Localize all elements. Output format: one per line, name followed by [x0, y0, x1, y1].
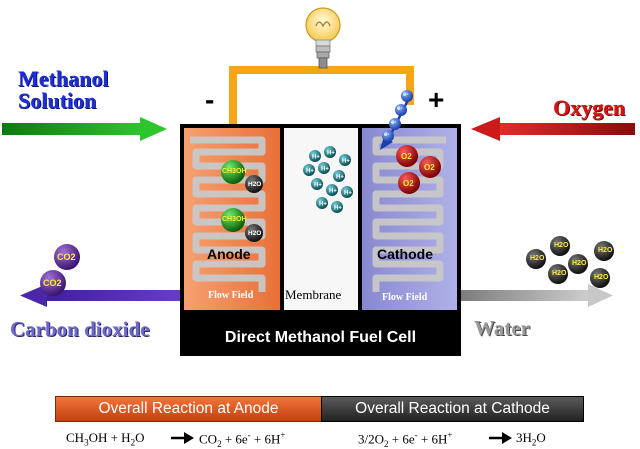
- cathode-equation-reactants: 3/2O2 + 6e- + 6H+: [358, 430, 453, 449]
- proton-cluster: H+H+H+H+H+H+H+H+H+H+H+: [303, 146, 353, 213]
- cathode-equation-products: 3H2O: [516, 430, 546, 448]
- proton-label: H+: [312, 155, 320, 161]
- carbon-dioxide-label: Carbon dioxide: [10, 317, 150, 341]
- proton-ball: [339, 154, 351, 166]
- light-bulb-icon: [305, 7, 341, 69]
- h2o-molecule-label: H2O: [572, 260, 587, 267]
- anode-reaction-arrow: [171, 432, 194, 444]
- proton-label: H+: [342, 159, 350, 165]
- h2o-molecule-label: H2O: [594, 274, 609, 281]
- cathode-label: Cathode: [377, 246, 433, 262]
- anode-equation-products: CO2 + 6e- + 6H+: [199, 430, 286, 449]
- proton-label: H+: [336, 175, 344, 181]
- co2-output-arrow: [20, 284, 190, 307]
- ch3oh-molecule-label: CH3OH: [222, 168, 247, 175]
- h2o-molecule-label: H2O: [554, 242, 569, 249]
- co2-molecules: [40, 244, 80, 296]
- proton-label: H+: [306, 169, 314, 175]
- h2o-molecule-label: H2O: [552, 270, 567, 277]
- proton-ball: [303, 164, 315, 176]
- proton-label: H+: [327, 151, 335, 157]
- water-molecules: [526, 236, 614, 288]
- anode-equation-reactants: CH3OH + H2O: [66, 430, 145, 448]
- h2o-molecule-label: H2O: [248, 181, 262, 188]
- h2o-molecule-label: H2O: [248, 230, 262, 237]
- electron-label: e-: [384, 132, 390, 138]
- proton-ball: [324, 146, 336, 158]
- methanol-solution-label: Methanol Solution: [18, 66, 109, 113]
- proton-label: H+: [344, 191, 352, 197]
- electron-label: e-: [403, 92, 409, 98]
- co2-molecule-label: CO2: [57, 252, 76, 262]
- water-label: Water: [474, 316, 530, 340]
- electron-ball: [389, 118, 401, 130]
- proton-ball: [318, 162, 330, 174]
- oxygen-input-arrow: [471, 117, 635, 141]
- o2-molecule-label: O2: [424, 163, 435, 172]
- proton-ball: [341, 186, 353, 198]
- anode-molecules: [221, 160, 263, 242]
- electron-label: e-: [391, 120, 397, 126]
- o2-molecule-label: O2: [401, 152, 412, 161]
- h2o-molecule-label: H2O: [530, 255, 545, 262]
- negative-terminal-label: -: [205, 84, 215, 115]
- electron-flow: [380, 90, 413, 150]
- proton-label: H+: [319, 202, 327, 208]
- methanol-input-arrow: [2, 117, 167, 141]
- proton-ball: [331, 201, 343, 213]
- anode-flow-field-label: Flow Field: [208, 290, 254, 301]
- electron-ball: [401, 90, 413, 102]
- h2o-molecule-label: H2O: [598, 247, 613, 254]
- electron-label: e-: [397, 106, 403, 112]
- fuel-cell-title: Direct Methanol Fuel Cell: [180, 320, 461, 356]
- proton-ball: [311, 178, 323, 190]
- membrane-label: Membrane: [285, 287, 342, 302]
- external-circuit-wire: [229, 66, 414, 130]
- oxygen-label: Oxygen: [553, 95, 626, 120]
- proton-label: H+: [329, 189, 337, 195]
- proton-ball: [309, 150, 321, 162]
- anode-label: Anode: [207, 246, 251, 262]
- oxygen-molecules: [396, 145, 441, 194]
- o2-molecule-label: O2: [403, 179, 414, 188]
- proton-label: H+: [314, 183, 322, 189]
- electron-ball: [382, 130, 394, 142]
- proton-ball: [333, 170, 345, 182]
- anode-reaction-header: Overall Reaction at Anode: [55, 396, 322, 422]
- cathode-reaction-arrow: [489, 432, 512, 444]
- proton-label: H+: [321, 167, 329, 173]
- co2-molecule-label: CO2: [43, 278, 62, 288]
- cathode-reaction-header: Overall Reaction at Cathode: [321, 396, 584, 422]
- electron-ball: [395, 104, 407, 116]
- proton-ball: [316, 197, 328, 209]
- ch3oh-molecule-label: CH3OH: [222, 216, 247, 223]
- cathode-flow-field-label: Flow Field: [382, 292, 428, 303]
- positive-terminal-label: +: [428, 84, 445, 115]
- proton-ball: [326, 184, 338, 196]
- water-output-arrow: [452, 284, 613, 307]
- proton-label: H+: [334, 206, 342, 212]
